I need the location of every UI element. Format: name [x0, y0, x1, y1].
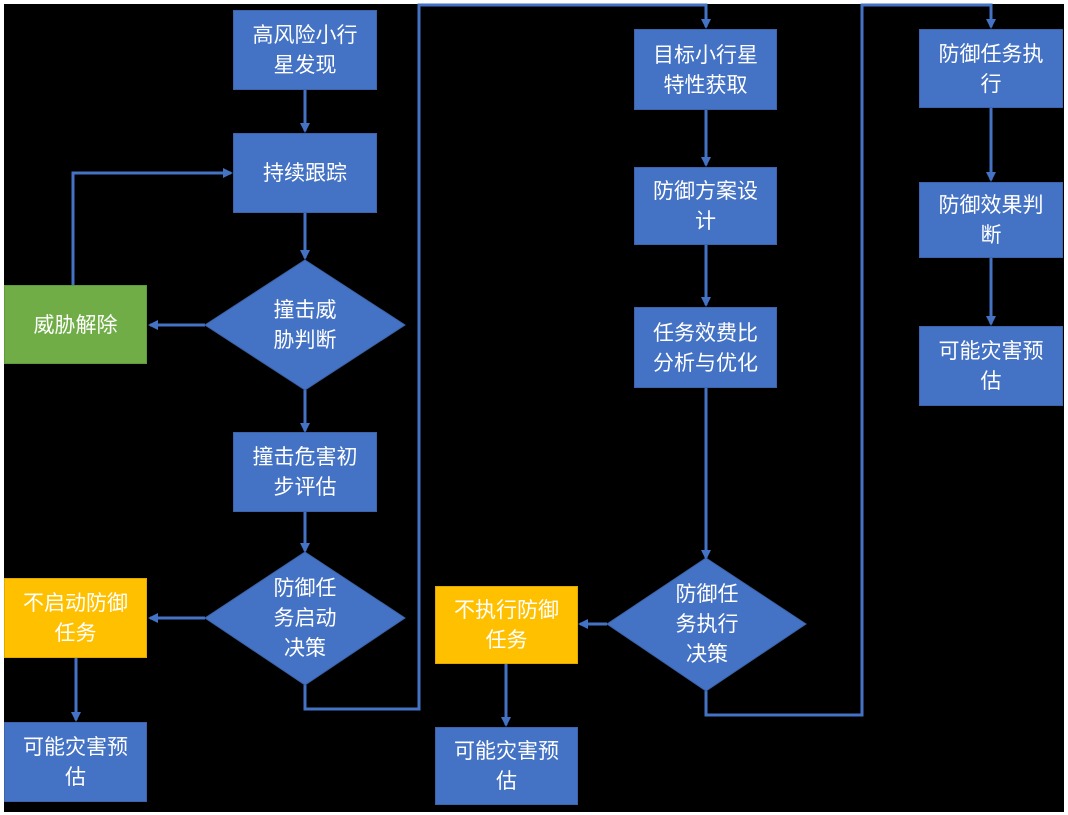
node-disaster-estimate-middle: 可能灾害预 估 [435, 727, 578, 805]
node-no-start-defense: 不启动防御 任务 [4, 578, 147, 658]
diagram-background [4, 4, 1064, 812]
node-defense-execution: 防御任务执 行 [919, 29, 1063, 108]
node-defense-plan-design: 防御方案设 计 [634, 167, 777, 245]
edge-exec-decision-to-execution [704, 3, 996, 717]
node-defense-effect-judgment: 防御效果判 断 [919, 182, 1063, 258]
node-impact-hazard-assessment: 撞击危害初 步评估 [233, 432, 377, 512]
node-disaster-estimate-left: 可能灾害预 估 [4, 722, 147, 802]
node-disaster-estimate-right: 可能灾害预 估 [919, 326, 1063, 406]
diamond-impact-threat-judgment [204, 259, 406, 391]
edge-start-decision-to-target [303, 3, 711, 711]
node-target-characteristics: 目标小行星 特性获取 [634, 29, 777, 110]
node-continuous-tracking: 持续跟踪 [233, 133, 377, 213]
node-high-risk-discovery: 高风险小行 星发现 [233, 10, 377, 90]
edge-cleared-back-to-tracking [71, 168, 233, 285]
diamond-defense-exec-decision [606, 557, 807, 692]
diamond-defense-start-decision [204, 551, 406, 686]
node-threat-cleared: 威胁解除 [4, 285, 147, 364]
node-cost-benefit-analysis: 任务效费比 分析与优化 [634, 307, 777, 388]
node-no-exec-defense: 不执行防御 任务 [435, 586, 578, 664]
